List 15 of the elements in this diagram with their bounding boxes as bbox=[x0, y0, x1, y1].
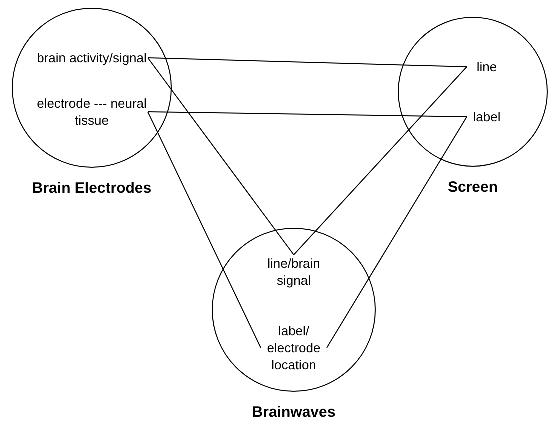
connector-line bbox=[148, 112, 262, 348]
connector-line bbox=[326, 116, 468, 348]
group-heading: Brainwaves bbox=[252, 404, 336, 421]
concept-text: line/brain signal bbox=[261, 255, 327, 289]
concept-text: label bbox=[467, 108, 507, 126]
connector-line bbox=[148, 58, 468, 68]
connector-line bbox=[294, 66, 468, 256]
connector-line bbox=[148, 112, 468, 118]
concept-text: line bbox=[467, 58, 507, 76]
concept-text: label/ electrode location bbox=[261, 322, 327, 374]
group-heading: Screen bbox=[448, 179, 498, 196]
concept-text: brain activity/signal bbox=[36, 50, 148, 66]
concept-text: electrode --- neural tissue bbox=[36, 95, 148, 129]
group-heading: Brain Electrodes bbox=[32, 180, 152, 197]
connector-line bbox=[148, 58, 294, 256]
